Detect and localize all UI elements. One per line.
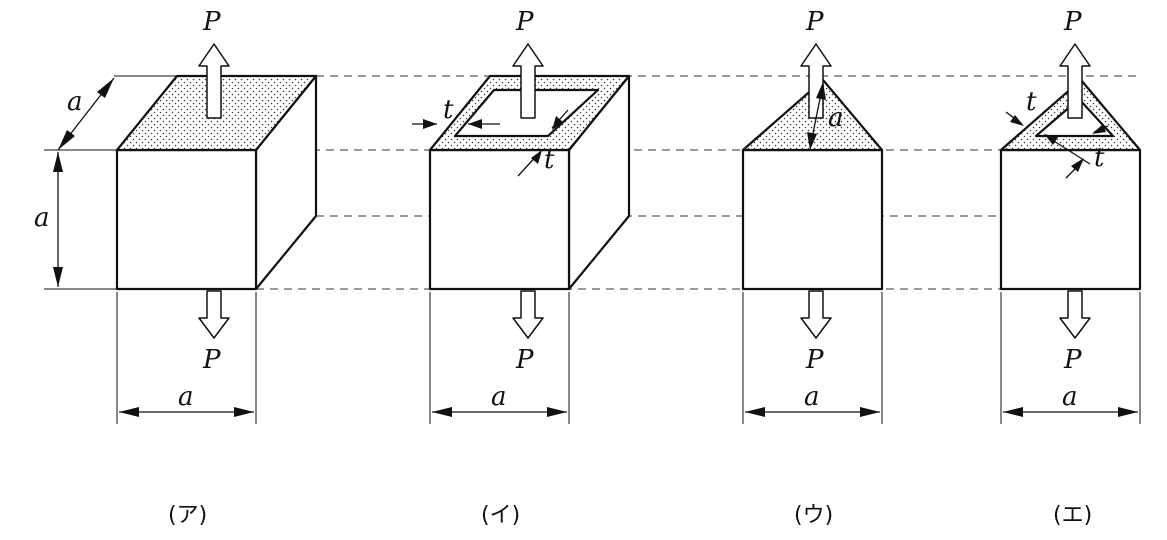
width-arrowhead-right xyxy=(547,407,567,417)
caption-e: (エ) xyxy=(1053,503,1092,528)
width-arrowhead-left xyxy=(1003,407,1023,417)
width-arrowhead-right xyxy=(860,407,880,417)
thickness-label-left: t xyxy=(1026,87,1037,117)
thickness-arrowhead xyxy=(531,150,542,164)
force-arrow-down xyxy=(198,290,230,339)
force-label-top: P xyxy=(805,7,824,37)
depth-label: a xyxy=(67,87,83,117)
force-label-top: P xyxy=(1063,7,1082,37)
force-label-bottom: P xyxy=(805,345,824,375)
prism-front-face xyxy=(999,148,1142,291)
thickness-arrowhead xyxy=(552,116,563,130)
depth-arrowhead-bottom xyxy=(58,130,75,150)
figure-i-hollow-square: P P t t a (イ) xyxy=(412,7,631,528)
thickness-arrowhead xyxy=(1071,158,1084,172)
width-label: a xyxy=(491,382,507,412)
width-arrowhead-left xyxy=(119,407,139,417)
depth-arrowhead-top xyxy=(97,78,114,98)
width-label: a xyxy=(1062,382,1078,412)
thickness-arrowhead xyxy=(1010,115,1024,126)
width-arrowhead-right xyxy=(1118,407,1138,417)
altitude-label: a xyxy=(828,103,844,133)
thickness-label-left: t xyxy=(443,95,454,125)
force-arrow-down xyxy=(1059,290,1091,339)
thickness-arrowhead xyxy=(1044,134,1058,145)
height-arrowhead-top xyxy=(53,152,63,172)
force-arrow-up xyxy=(198,43,230,119)
force-arrow-down xyxy=(800,290,832,339)
width-arrowhead-right xyxy=(234,407,254,417)
force-label-bottom: P xyxy=(1063,345,1082,375)
thickness-arrowhead xyxy=(1092,124,1106,134)
force-label-bottom: P xyxy=(202,345,221,375)
figure-u-solid-triangle: P P a a (ウ) xyxy=(741,7,884,528)
caption-a: (ア) xyxy=(168,503,207,528)
width-arrowhead-left xyxy=(432,407,452,417)
force-arrow-down xyxy=(512,290,544,339)
thickness-label-front: t xyxy=(544,145,555,175)
width-label: a xyxy=(804,382,820,412)
thickness-label-bottom: t xyxy=(1094,143,1105,173)
force-label-top: P xyxy=(515,7,534,37)
width-label: a xyxy=(178,382,194,412)
altitude-arrowhead-top xyxy=(816,82,826,100)
cube-front-face xyxy=(428,148,571,291)
altitude-arrowhead-bottom xyxy=(807,132,817,150)
force-label-top: P xyxy=(202,7,221,37)
force-label-bottom: P xyxy=(515,345,534,375)
caption-u: (ウ) xyxy=(794,503,833,528)
force-arrow-up xyxy=(800,43,832,119)
figure-a-solid-square: P P a a a (ア) xyxy=(34,7,318,528)
force-arrow-up xyxy=(1059,43,1091,119)
height-arrowhead-bottom xyxy=(53,267,63,287)
prism-front-face xyxy=(741,148,884,291)
thickness-arrowhead xyxy=(468,119,482,129)
height-label: a xyxy=(34,203,50,233)
width-arrowhead-left xyxy=(745,407,765,417)
force-arrow-up xyxy=(512,43,544,119)
figure-e-hollow-triangle: P P t t a (エ) xyxy=(999,7,1142,528)
thickness-arrowhead xyxy=(423,119,437,129)
caption-i: (イ) xyxy=(481,503,520,528)
cube-front-face xyxy=(115,148,258,291)
